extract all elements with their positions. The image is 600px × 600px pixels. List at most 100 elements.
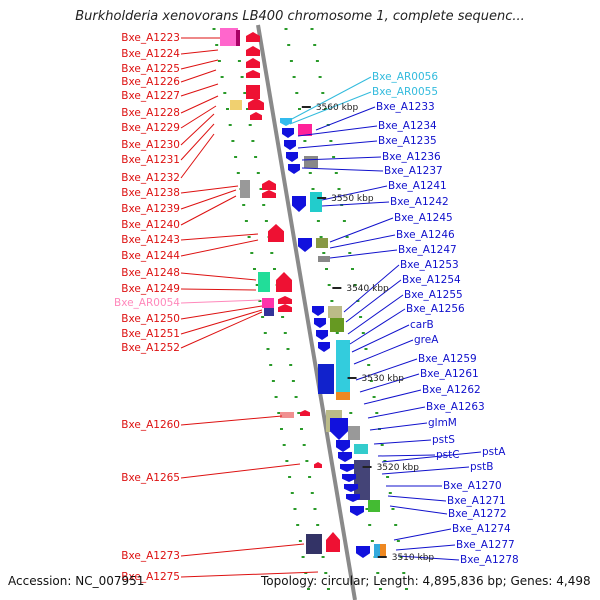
- tick-dot: [269, 364, 273, 366]
- gene-box: [236, 30, 240, 46]
- scale-tick: [362, 466, 372, 468]
- leader-line: [289, 91, 372, 125]
- leader-line: [369, 422, 428, 431]
- tick-dot: [287, 44, 291, 46]
- leader-line: [180, 49, 219, 55]
- tick-dot: [326, 588, 330, 590]
- leader-line: [363, 389, 422, 405]
- gene-arrow: [340, 464, 354, 472]
- tick-dot: [299, 428, 303, 430]
- gene-box: [258, 272, 270, 292]
- gene-arrow: [246, 46, 260, 56]
- tick-dot: [361, 332, 365, 334]
- tick-dot: [258, 300, 262, 302]
- leader-lines: [180, 37, 482, 578]
- tick-dot: [292, 76, 296, 78]
- gene-arrow: [278, 304, 292, 312]
- leader-line: [359, 373, 420, 393]
- tick-dot: [228, 124, 232, 126]
- tick-dot: [359, 316, 363, 318]
- tick-dot: [290, 492, 294, 494]
- tick-dot: [274, 396, 278, 398]
- tick-dot: [321, 92, 325, 94]
- tick-dot: [212, 28, 216, 30]
- gene-label-right: Bxe_A1246: [396, 229, 455, 241]
- tick-dot: [289, 364, 293, 366]
- tick-dot: [304, 572, 308, 574]
- tick-dot: [298, 540, 302, 542]
- tick-dot: [286, 348, 290, 350]
- gene-arrow: [286, 152, 298, 162]
- tick-dot: [396, 540, 400, 542]
- tick-dot: [306, 588, 310, 590]
- scale-tick: [377, 556, 387, 558]
- gene-label-left: Bxe_A1251: [121, 328, 180, 340]
- tick-dot: [301, 556, 305, 558]
- tick-dot: [303, 140, 307, 142]
- leader-line: [301, 156, 382, 161]
- gene-label-right: pstS: [432, 434, 455, 446]
- gene-box: [336, 392, 350, 400]
- tick-dot: [378, 588, 382, 590]
- tick-dot: [240, 76, 244, 78]
- gene-box: [368, 500, 380, 512]
- gene-label-right: Bxe_A1261: [420, 368, 479, 380]
- gene-label-left: Bxe_A1260: [121, 419, 180, 431]
- tick-dot: [295, 92, 299, 94]
- gene-box: [298, 124, 312, 136]
- tick-dot: [321, 556, 325, 558]
- tick-dot: [310, 492, 314, 494]
- gene-arrow: [246, 32, 260, 42]
- tick-dot: [215, 44, 219, 46]
- tick-dot: [217, 60, 221, 62]
- gene-label-right: pstC: [436, 449, 460, 461]
- tick-dot: [271, 380, 275, 382]
- gene-label-right: glmM: [428, 417, 457, 429]
- gene-label-right: Bxe_A1237: [384, 165, 443, 177]
- tick-dot: [285, 460, 289, 462]
- tick-dot: [302, 444, 306, 446]
- gene-box: [310, 192, 322, 212]
- tick-dot: [324, 108, 328, 110]
- gene-arrow: [248, 98, 264, 110]
- gene-label-left: Bxe_A1227: [121, 90, 180, 102]
- tick-dot: [242, 204, 246, 206]
- gene-label-right: greA: [414, 334, 439, 346]
- gene-label-left: Bxe_A1244: [121, 250, 180, 262]
- leader-line: [297, 125, 378, 137]
- scale-label: 3530 kbp: [362, 374, 405, 384]
- leader-line: [180, 299, 261, 304]
- gene-label-right: Bxe_A1274: [452, 523, 511, 535]
- tick-dot: [270, 252, 274, 254]
- leader-line: [180, 543, 305, 557]
- tick-dot: [293, 508, 297, 510]
- gene-arrow: [300, 410, 310, 416]
- tick-dot: [297, 412, 301, 414]
- leader-line: [180, 195, 237, 226]
- gene-label-right: Bxe_A1236: [382, 151, 441, 163]
- gene-arrow: [336, 440, 350, 452]
- leader-line: [180, 305, 263, 320]
- gene-label-left: Bxe_A1249: [121, 283, 180, 295]
- gene-box: [316, 238, 328, 248]
- tick-dot: [334, 172, 338, 174]
- gene-label-left: Bxe_A1240: [121, 219, 180, 231]
- gene-label-left: Bxe_A1229: [121, 122, 180, 134]
- gene-label-right: Bxe_A1262: [422, 384, 481, 396]
- leader-line: [397, 555, 460, 561]
- gene-box: [318, 256, 330, 262]
- leader-line: [345, 279, 402, 323]
- gene-arrow: [262, 190, 276, 198]
- leader-line: [289, 76, 372, 121]
- leader-line: [301, 167, 384, 172]
- gene-label-left: Bxe_A1230: [121, 139, 180, 151]
- tick-dot: [342, 220, 346, 222]
- gene-label-left: Bxe_A1248: [121, 267, 180, 279]
- leader-line: [321, 185, 388, 201]
- tick-dot: [251, 140, 255, 142]
- gene-box: [220, 28, 238, 46]
- gene-arrow: [312, 306, 324, 316]
- tick-dot: [402, 572, 406, 574]
